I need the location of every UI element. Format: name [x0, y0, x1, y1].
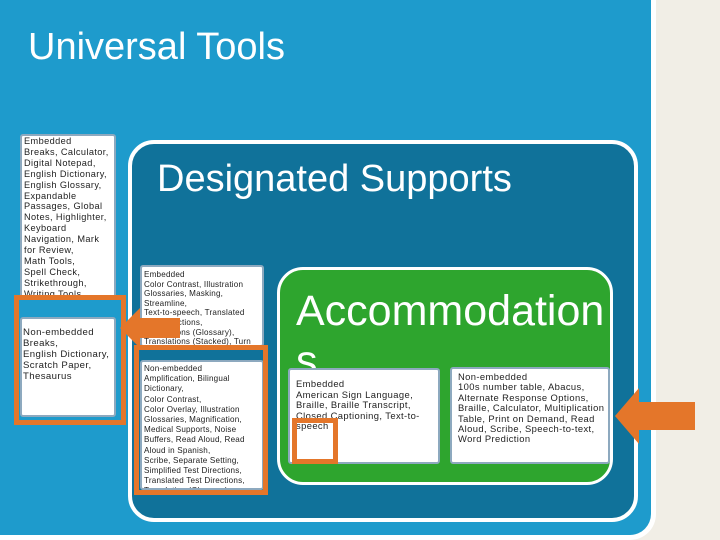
arrow-left-icon	[120, 308, 180, 348]
arrow-left-icon	[615, 388, 695, 444]
accommodations-title: Accommodations	[296, 287, 605, 385]
designated-non-embedded-highlight	[134, 345, 268, 495]
designated-supports-title: Designated Supports	[157, 158, 512, 200]
accommodations-embedded-highlight	[292, 418, 338, 464]
universal-embedded-card: Embedded Breaks, Calculator, Digital Not…	[20, 134, 116, 298]
accommodations-embedded-card: Embedded American Sign Language, Braille…	[288, 368, 440, 464]
designated-non-embedded-card: Non-embedded Amplification, Bilingual Di…	[140, 360, 264, 490]
universal-tools-title: Universal Tools	[28, 26, 285, 68]
accommodations-non-embedded-card: Non-embedded 100s number table, Abacus, …	[450, 367, 610, 464]
universal-non-embedded-card: Non-embedded Breaks, English Dictionary,…	[20, 317, 116, 417]
universal-non-embedded-highlight	[14, 295, 126, 425]
